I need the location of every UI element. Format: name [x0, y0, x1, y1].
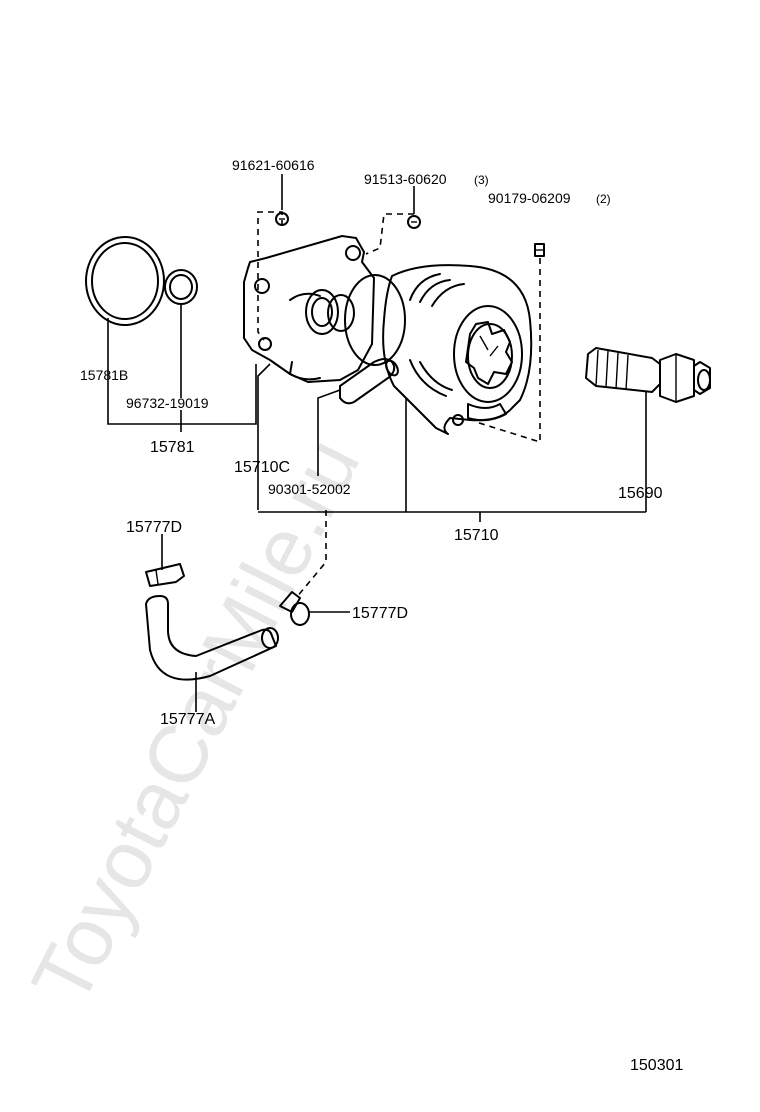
- label-15781b: 15781B: [80, 367, 128, 383]
- dash-leader-91621: [257, 211, 283, 341]
- dash-leader-91513: [365, 213, 414, 255]
- clamp-15777d-right: [279, 591, 310, 626]
- screw-90179: [534, 243, 545, 257]
- pipe-90301: [339, 358, 399, 405]
- o-ring-small-96732: [164, 269, 198, 305]
- illustration-id: 150301: [630, 1057, 683, 1074]
- leader-90301: [317, 389, 341, 476]
- leader-15781b: [107, 318, 257, 425]
- oil-pump-cover-15710c: [243, 235, 375, 383]
- hose-15777a: [145, 595, 279, 681]
- oil-pump-body-15710: [344, 264, 533, 435]
- label-91621: 91621-60616: [232, 157, 315, 173]
- leader-15710c: [257, 363, 271, 510]
- oil-pressure-switch-15690: [585, 347, 711, 403]
- label-91513-qty: (3): [474, 173, 489, 187]
- label-15777a: 15777A: [160, 711, 215, 728]
- label-15710c: 15710C: [234, 459, 290, 476]
- label-15777d-right: 15777D: [352, 605, 408, 622]
- clamp-15777d-upper: [145, 563, 185, 587]
- label-15710: 15710: [454, 527, 499, 544]
- label-90301: 90301-52002: [268, 481, 351, 497]
- bolt-91513: [407, 215, 421, 229]
- label-96732: 96732-19019: [126, 395, 209, 411]
- o-ring-large-15781b: [85, 236, 165, 326]
- label-90179: 90179-06209: [488, 190, 571, 206]
- label-15781: 15781: [150, 439, 195, 456]
- label-91513: 91513-60620: [364, 171, 447, 187]
- label-15690: 15690: [618, 485, 663, 502]
- label-15777d-top: 15777D: [126, 519, 182, 536]
- label-90179-qty: (2): [596, 192, 611, 206]
